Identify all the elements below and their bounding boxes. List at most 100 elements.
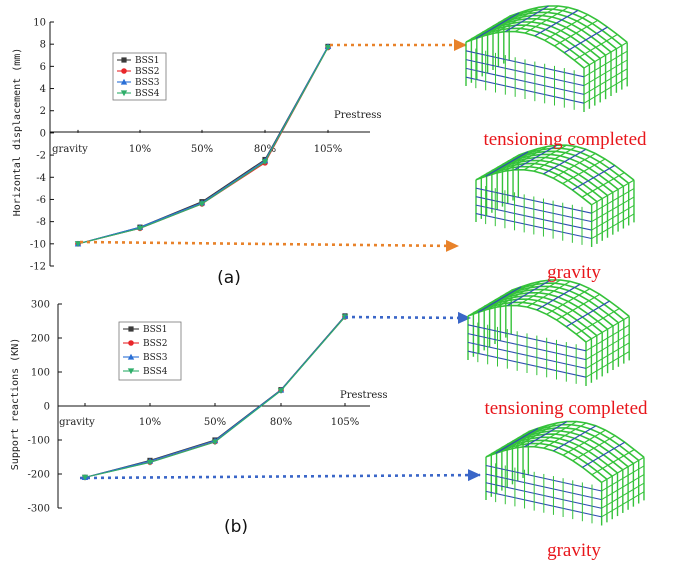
legend-label-bss3: BSS3 xyxy=(143,353,168,363)
truss-purlin xyxy=(487,283,532,310)
chart-a-point-bss4 xyxy=(136,225,144,232)
truss-structure-tensioning-b xyxy=(467,279,630,386)
chart-b-point-bss4 xyxy=(81,474,89,481)
chart-b-xtick-label: gravity xyxy=(59,417,95,428)
truss-side-rail xyxy=(591,196,635,223)
truss-purlin xyxy=(514,144,558,171)
truss-side-rail xyxy=(601,465,645,492)
truss-purlin xyxy=(581,172,625,198)
truss-purlin xyxy=(564,26,608,54)
truss-purlin xyxy=(516,279,561,307)
chart-a-series-bss4 xyxy=(74,44,332,248)
legend-marker-bss3 xyxy=(127,353,135,360)
truss-purlin xyxy=(524,6,569,34)
legend-marker-bss4 xyxy=(127,368,135,375)
truss-purlin xyxy=(536,283,581,311)
chart-a-point-bss4 xyxy=(324,44,332,51)
chart-a-xtick-label: 105% xyxy=(314,144,343,155)
chart-a-ytick-label: -2 xyxy=(36,151,46,162)
truss-purlin xyxy=(485,151,529,177)
state-label-tensioning-b: tensioning completed xyxy=(484,398,648,419)
truss-purlin xyxy=(552,153,596,179)
chart-a-ytick-label: -10 xyxy=(30,239,46,250)
truss-side-rail xyxy=(601,491,645,518)
arrow-a-gravity xyxy=(79,239,459,252)
chart-a-xtick-label: gravity xyxy=(52,144,88,155)
truss-purlin xyxy=(485,431,529,458)
truss-purlin xyxy=(553,425,597,452)
truss-purlin xyxy=(591,179,635,206)
chart-a-xtick-label: 80% xyxy=(254,144,276,155)
chart-b-xtick-label: 50% xyxy=(204,417,226,428)
legend-label-bss4: BSS4 xyxy=(135,89,160,99)
chart-b-ytick-label: -300 xyxy=(28,504,50,515)
legend-marker-bss1 xyxy=(128,326,134,332)
truss-side-rail xyxy=(591,205,635,231)
truss-purlin xyxy=(573,34,618,61)
truss-purlin xyxy=(467,289,512,317)
chart-a-ytick-label: 2 xyxy=(40,106,46,117)
chart-a-point-bss4 xyxy=(261,159,269,165)
chart-a-xtick-label: 50% xyxy=(191,144,213,155)
truss-purlin xyxy=(507,279,551,307)
truss-purlin xyxy=(514,5,559,33)
truss-purlin xyxy=(585,315,630,343)
chart-b-y-axis-title: Support reactions (KN) xyxy=(10,338,21,470)
truss-purlin xyxy=(465,15,510,43)
legend-label-bss4: BSS4 xyxy=(143,367,168,377)
truss-structure-gravity-b xyxy=(485,420,645,526)
state-label-gravity-b: gravity xyxy=(547,540,601,561)
chart-a-x-axis-title: Prestress xyxy=(334,110,382,121)
arrow-b-gravity xyxy=(79,469,481,482)
chart-a-ytick-label: 10 xyxy=(33,18,46,29)
truss-purlin xyxy=(543,422,587,449)
truss-side-rail xyxy=(583,50,628,78)
truss-purlin xyxy=(504,145,548,172)
chart-b-ytick-label: -200 xyxy=(28,470,50,481)
chart-b-ytick-label: 100 xyxy=(31,368,50,379)
truss-purlin xyxy=(554,19,599,47)
chart-a-ytick-label: 6 xyxy=(40,62,46,73)
truss-purlin xyxy=(504,424,548,451)
truss-purlin xyxy=(572,435,616,462)
truss-purlin xyxy=(591,449,635,476)
chart-a-point-bss4 xyxy=(74,241,82,248)
chart-b-ytick-label: 200 xyxy=(31,334,50,345)
truss-side-rail xyxy=(601,482,645,509)
chart-b-point-bss4 xyxy=(277,388,285,394)
chart-a-ytick-label: 8 xyxy=(40,40,46,51)
truss-side-rail xyxy=(583,59,628,87)
truss-side-rail xyxy=(585,342,630,369)
truss-purlin xyxy=(497,280,542,308)
chart-b-ytick-label: 0 xyxy=(44,402,50,413)
chart-b-xtick-label: 105% xyxy=(331,417,360,428)
truss-purlin xyxy=(572,164,616,191)
truss-purlin xyxy=(533,421,577,448)
legend-label-bss1: BSS1 xyxy=(143,325,168,335)
chart-a-ytick-label: 0 xyxy=(40,128,46,139)
chart-a-ytick-label: 4 xyxy=(40,84,46,95)
chart-a-ytick-label: -6 xyxy=(36,195,46,206)
panel-label-a: (a) xyxy=(217,268,241,288)
chart-a-y-axis-title: Horizontal displacement (mm) xyxy=(12,48,23,217)
truss-purlin xyxy=(533,146,577,172)
panel-label-b: (b) xyxy=(224,517,248,537)
truss-purlin xyxy=(494,148,538,174)
legend-marker-bss2 xyxy=(128,340,134,346)
truss-purlin xyxy=(534,9,579,37)
truss-purlin xyxy=(526,280,571,308)
truss-structure-gravity-a xyxy=(475,144,635,247)
legend-label-bss2: BSS2 xyxy=(143,339,168,349)
truss-structure-tensioning-a xyxy=(465,5,628,112)
truss-purlin xyxy=(523,144,567,171)
legend-label-bss2: BSS2 xyxy=(135,67,160,77)
truss-purlin xyxy=(544,14,589,41)
truss-side-rail xyxy=(585,351,630,378)
chart-b-point-bss4 xyxy=(211,439,219,446)
truss-purlin xyxy=(562,429,606,456)
truss-purlin xyxy=(546,288,591,315)
truss-purlin xyxy=(566,300,610,328)
